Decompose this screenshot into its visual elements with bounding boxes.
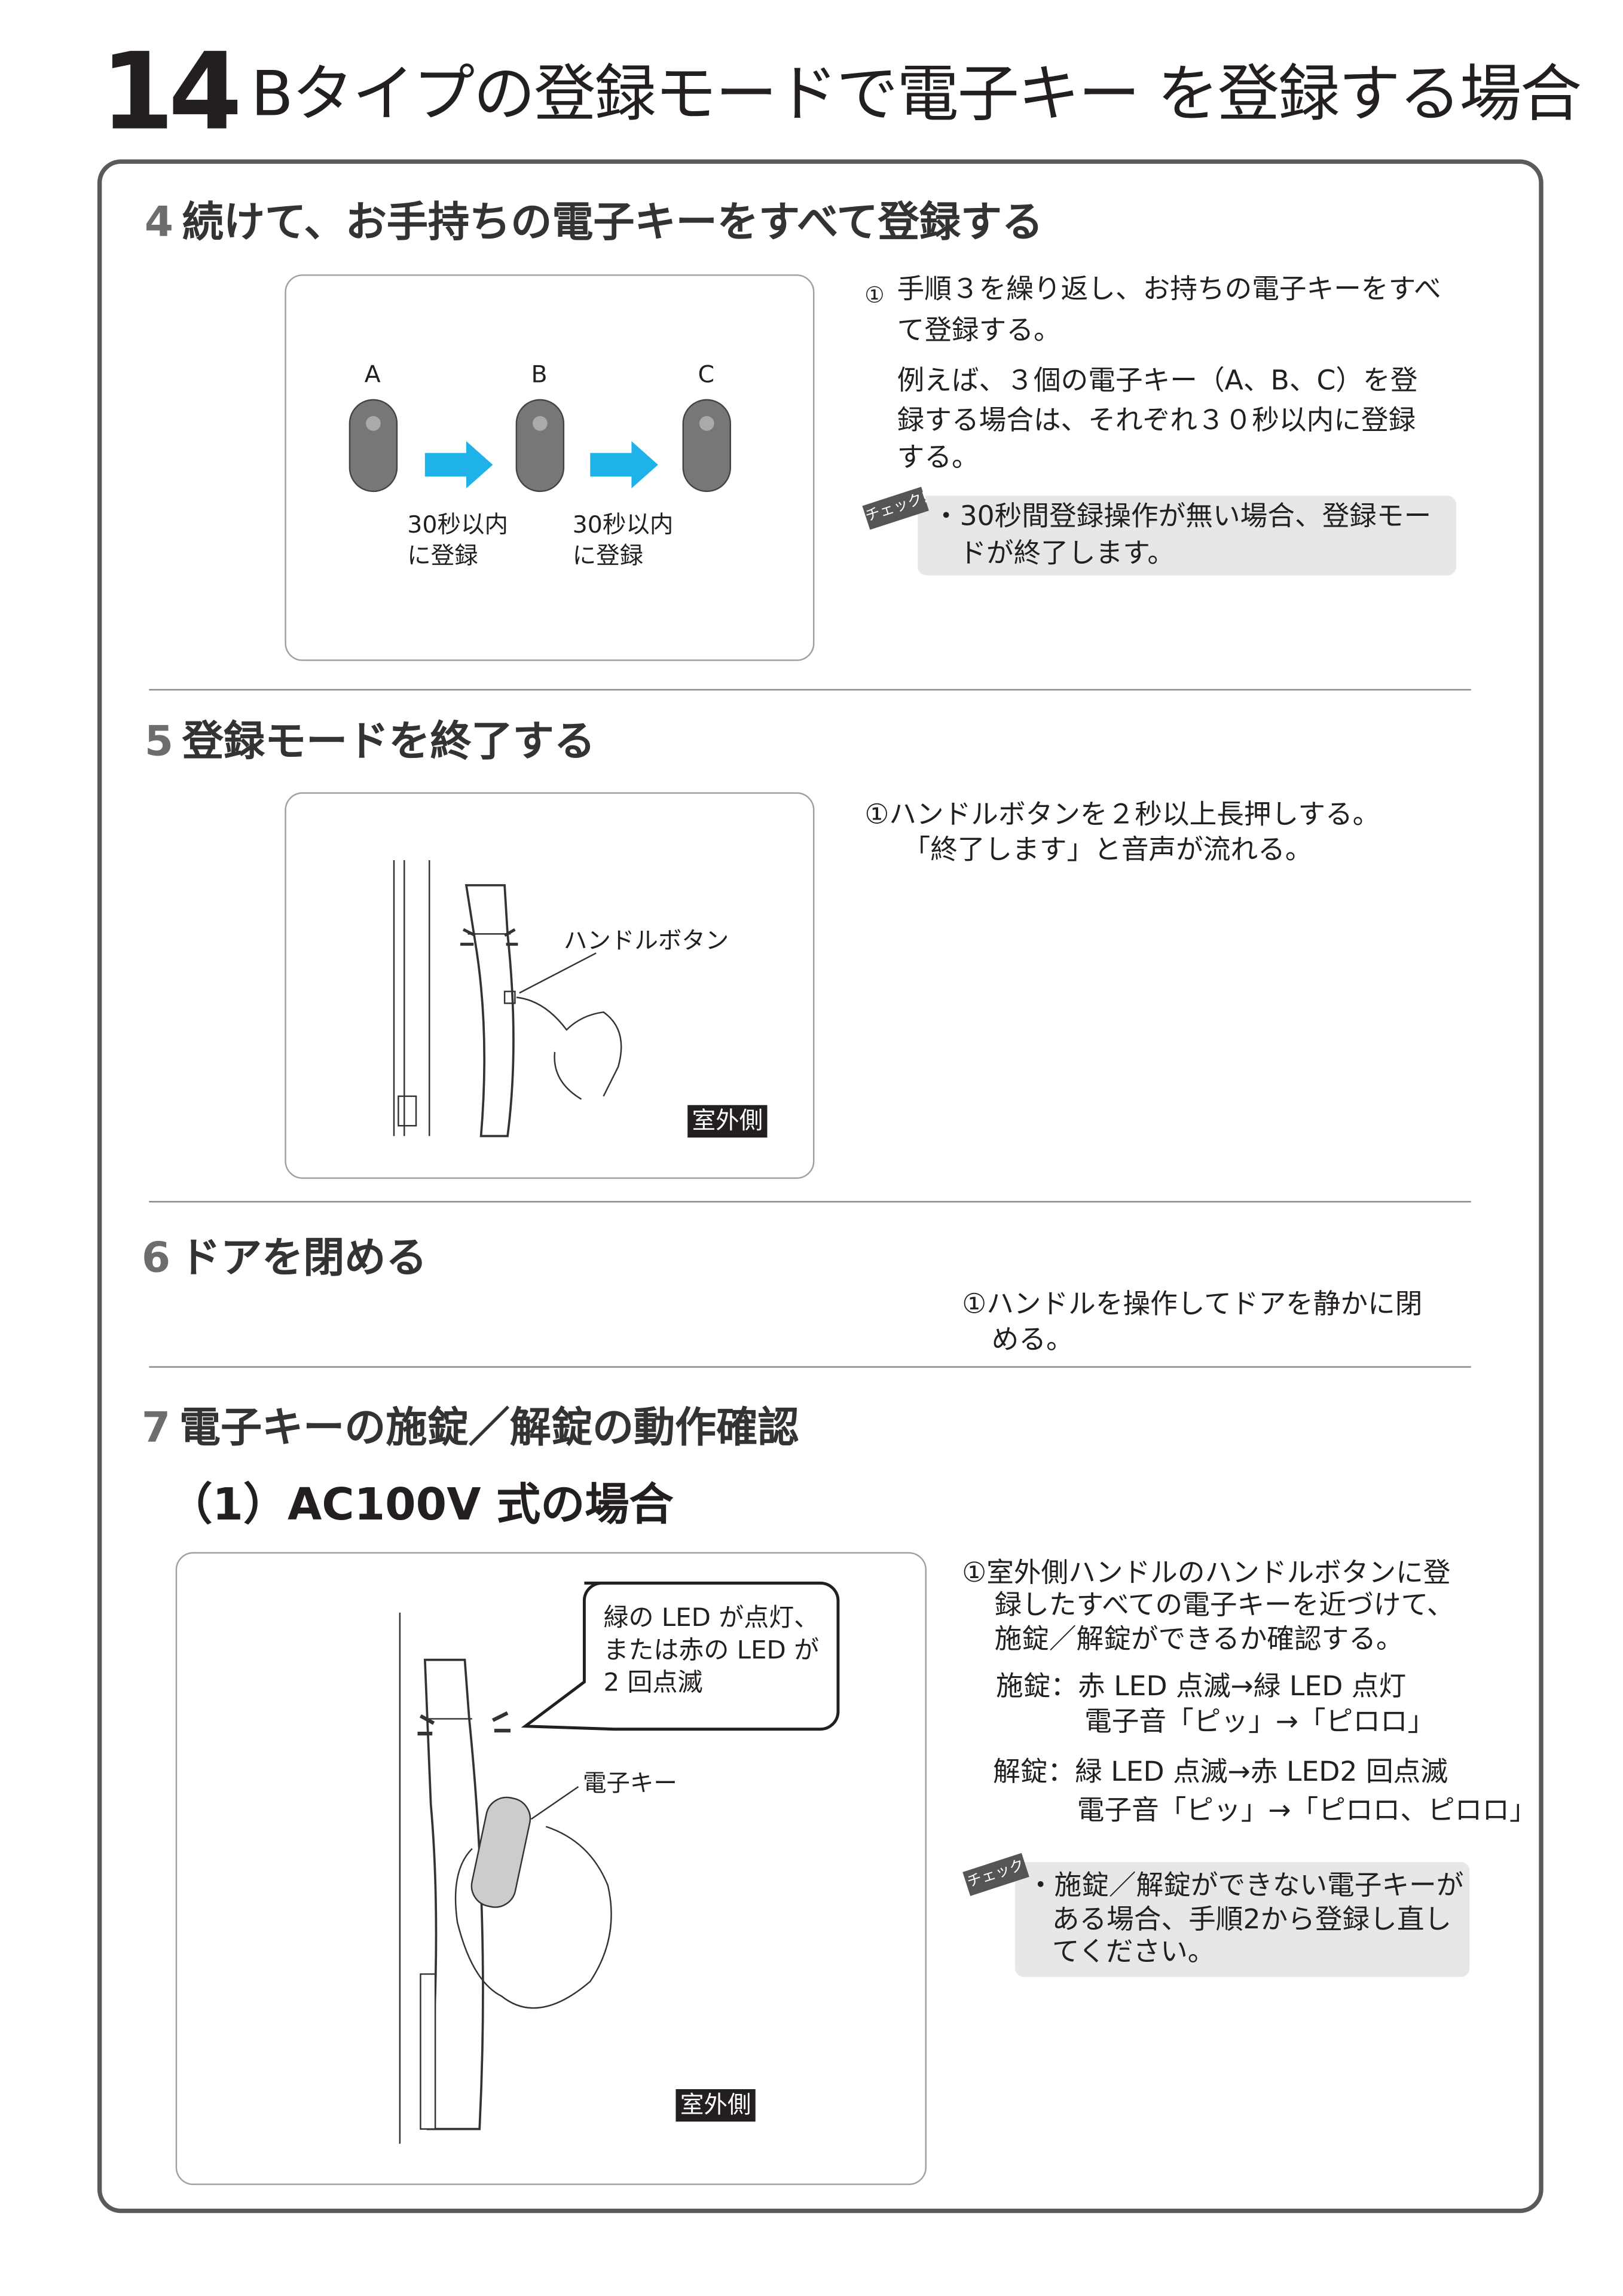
instruction-line: ①室外側ハンドルのハンドルボタンに登 [962, 1558, 1451, 1589]
key-fob-icon [515, 399, 565, 493]
handle-key-illustration [399, 1581, 840, 2144]
step4-illustration: A B C 30秒以内 に登録 30秒以内 に登録 [285, 274, 815, 661]
unlock-sound: 電子音「ピッ」→「ピロロ、ピロロ」 [1077, 1795, 1537, 1827]
check-line: てください。 [1052, 1937, 1215, 1968]
caption: に登録 [572, 541, 644, 570]
check-line: ・施錠／解錠ができない電子キーが [1026, 1870, 1464, 1902]
divider [149, 689, 1471, 691]
key-fob-icon [349, 399, 398, 493]
arrow-icon [590, 441, 658, 488]
handle-illustration [393, 860, 622, 1138]
instruction-line: て登録する。 [897, 316, 1061, 347]
caption: 30秒以内 [572, 510, 674, 539]
lock-behavior: 施錠：赤 LED 点滅→緑 LED 点灯 [996, 1671, 1407, 1703]
key-label-a: A [364, 360, 381, 389]
check-line: ドが終了します。 [959, 538, 1175, 570]
example-line: 例えば、３個の電子キー（A、B、C）を登 [897, 366, 1418, 397]
check-line: ある場合、手順2から登録し直し [1052, 1904, 1452, 1936]
instruction-line: 録したすべての電子キーを近づけて、 [994, 1590, 1454, 1622]
outdoor-side-badge: 室外側 [687, 1105, 768, 1138]
handle-button-label: ハンドルボタン [563, 927, 729, 955]
caption: に登録 [407, 541, 478, 570]
content-frame [97, 159, 1543, 2214]
bubble-line: または赤の LED が [603, 1636, 820, 1666]
instruction-line: ①ハンドルを操作してドアを静かに閉 [962, 1289, 1423, 1321]
key-label-c: C [698, 360, 715, 389]
example-line: 録する場合は、それぞれ３０秒以内に登録 [897, 405, 1416, 437]
lock-sound: 電子音「ピッ」→「ピロロ」 [1084, 1707, 1435, 1738]
key-fob-icon [682, 399, 731, 493]
check-note [918, 496, 1457, 576]
page-number: 14 [100, 29, 242, 154]
caption: 30秒以内 [407, 510, 508, 539]
step7-illustration: 緑の LED が点灯、 または赤の LED が 2 回点滅 電子キー 室外側 [175, 1552, 927, 2185]
instruction-line: ①ハンドルボタンを２秒以上長押しする。 [864, 799, 1380, 831]
key-fobs-and-arrows [349, 399, 731, 493]
step7-subheading: （1）AC100V 式の場合 [168, 1479, 674, 1531]
bubble-line: 2 回点滅 [603, 1668, 703, 1698]
instruction-line: 「終了します」と音声が流れる。 [903, 835, 1313, 866]
check-note [1015, 1861, 1470, 1977]
arrow-icon [424, 441, 493, 488]
check-line: ・30秒間登録操作が無い場合、登録モー [932, 502, 1432, 533]
divider [149, 1366, 1471, 1368]
key-label-b: B [531, 360, 548, 389]
instruction-line: 施錠／解錠ができるか確認する。 [994, 1624, 1404, 1656]
step5-illustration: ハンドルボタン 室外側 [285, 792, 815, 1179]
page-title: Bタイプの登録モードで電子キー を登録する場合 [250, 57, 1582, 130]
divider [149, 1201, 1471, 1203]
step-marker: ① [864, 282, 885, 308]
outdoor-side-badge: 室外側 [676, 2089, 756, 2122]
instruction-line: 手順３を繰り返し、お持ちの電子キーをすべ [897, 274, 1441, 305]
example-line: する。 [897, 442, 979, 474]
bubble-line: 緑の LED が点灯、 [603, 1603, 820, 1634]
electronic-key-label: 電子キー [582, 1769, 677, 1797]
instruction-line: める。 [991, 1325, 1074, 1356]
unlock-behavior: 解錠：緑 LED 点滅→赤 LED2 回点滅 [993, 1757, 1448, 1789]
